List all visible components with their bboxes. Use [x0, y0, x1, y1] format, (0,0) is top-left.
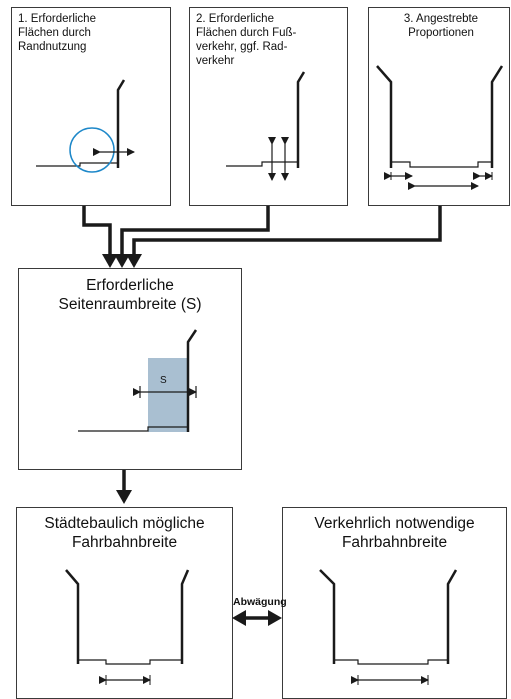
bottom-right-drawing — [319, 569, 458, 685]
balance-arrow-right-head — [268, 610, 282, 626]
left-wall — [376, 65, 393, 168]
box-verkehrlich — [282, 507, 507, 699]
street-profile — [78, 659, 182, 665]
s-label: S — [160, 375, 167, 386]
bottom-left-drawing — [65, 569, 190, 685]
wall-line — [186, 329, 198, 432]
balance-label: Abwägung — [233, 596, 287, 608]
text-fussverkehr: 2. Erforderliche Flächen durch Fuß- verk… — [196, 13, 297, 67]
middle-drawing — [78, 329, 198, 432]
box-seitenraumbreite — [18, 268, 242, 470]
right-wall — [180, 569, 190, 664]
box-staedtebaulich — [16, 507, 233, 699]
street-profile — [391, 161, 492, 168]
box1-drawing — [36, 79, 135, 173]
ground-line — [226, 161, 298, 167]
connector-3 — [132, 206, 442, 255]
balance-arrow-left-head — [232, 610, 246, 626]
text-proportionen: 3. Angestrebte Proportionen — [403, 13, 479, 39]
wall-line — [296, 71, 306, 168]
left-wall — [319, 569, 336, 664]
text-staedtebaulich: Städtebaulich mögliche Fahrbahnbreite — [44, 515, 205, 551]
street-profile — [334, 659, 448, 665]
connector-arrowheads — [102, 254, 142, 268]
arrow-to-bottom-head — [116, 490, 132, 504]
connector-2 — [120, 206, 270, 255]
box3-drawing — [376, 65, 504, 190]
ground-line — [78, 426, 188, 432]
right-wall — [490, 65, 504, 168]
box2-drawing — [226, 71, 306, 181]
text-verkehrlich: Verkehrlich notwendige Fahrbahnbreite — [314, 515, 475, 551]
connector-1 — [82, 206, 112, 255]
right-wall — [446, 569, 458, 664]
box-randnutzung — [11, 7, 171, 206]
wall-line — [116, 79, 126, 168]
focus-circle — [69, 127, 115, 173]
text-seitenraumbreite: Erforderliche Seitenraumbreite (S) — [58, 277, 202, 313]
left-wall — [65, 569, 80, 664]
connectors-top — [82, 206, 442, 255]
text-randnutzung: 1. Erforderliche Flächen durch Randnutzu… — [18, 13, 96, 53]
s-area — [148, 358, 187, 432]
ground-line — [36, 162, 118, 167]
